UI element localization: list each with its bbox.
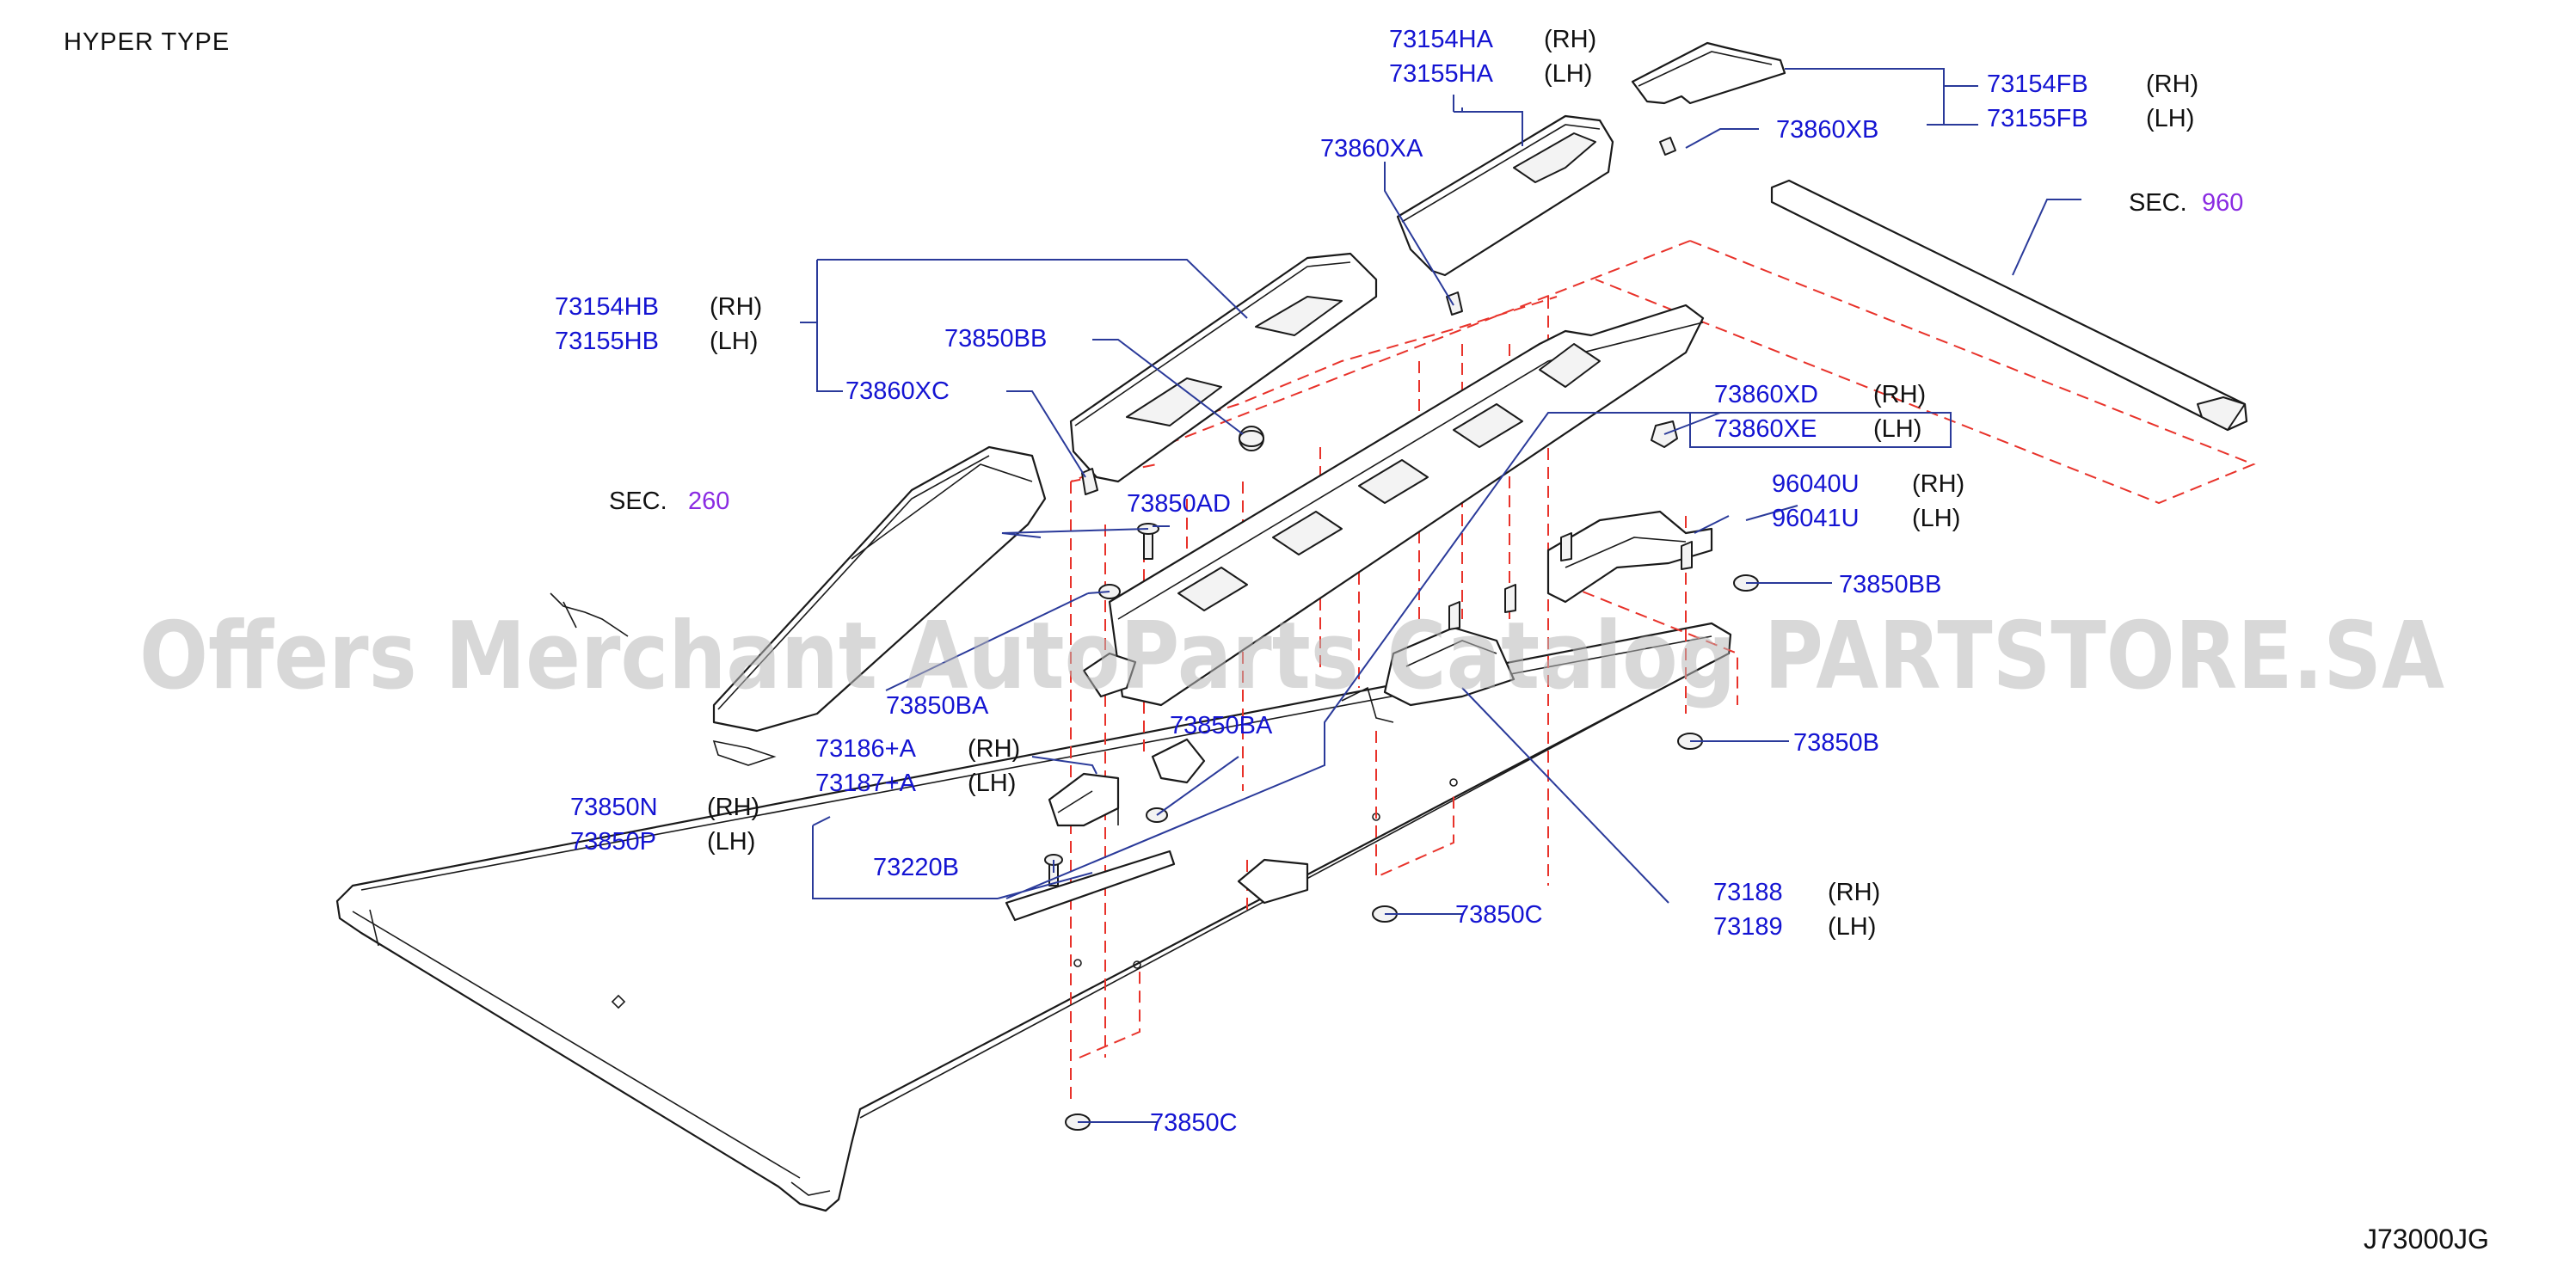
part-number: 73850BA [886, 692, 989, 720]
callout-96040u[interactable]: 96040U (RH) [1772, 470, 1964, 498]
part-number: 73860XA [1320, 135, 1423, 163]
part-number: 73220B [873, 854, 959, 881]
callout-73186a[interactable]: 73186+A (RH) [815, 735, 1020, 763]
callout-73850c-bottom[interactable]: 73850C [1150, 1109, 1238, 1137]
part-number: 73850P [570, 828, 656, 856]
part-number: 73860XD [1714, 381, 1818, 408]
side-label: (RH) [1828, 879, 1880, 906]
bracket-96040u-drawing [1546, 510, 1713, 604]
callout-73187a[interactable]: 73187+A (LH) [815, 770, 1016, 797]
callout-73860xe[interactable]: 73860XE (LH) [1714, 415, 1921, 443]
section-prefix: SEC. [609, 488, 667, 515]
part-number: 73186+A [815, 735, 917, 763]
part-number: 73860XC [845, 377, 950, 405]
part-number: 73850BB [1839, 571, 1941, 598]
part-number: 96041U [1772, 505, 1860, 532]
callout-73850c-center[interactable]: 73850C [1455, 901, 1543, 929]
callout-73154fb[interactable]: 73154FB (RH) [1987, 71, 2198, 98]
side-label: (RH) [2146, 71, 2198, 98]
section-prefix: SEC. [2129, 189, 2187, 217]
part-number: 73850BB [944, 325, 1047, 353]
part-number: 73189 [1713, 913, 1783, 941]
callout-96041u[interactable]: 96041U (LH) [1772, 505, 1960, 532]
part-number: 73154FB [1987, 71, 2088, 98]
side-label: (RH) [707, 794, 759, 821]
cover-73154ha-drawing [1396, 114, 1614, 316]
callout-73850n[interactable]: 73850N (RH) [570, 794, 759, 821]
part-number: 73154HA [1389, 26, 1494, 53]
callout-73860xd[interactable]: 73860XD (RH) [1714, 381, 1926, 408]
callout-73189[interactable]: 73189 (LH) [1713, 913, 1876, 941]
part-number: 73155HB [555, 328, 659, 355]
side-label: (LH) [710, 328, 758, 355]
cover-73154hb-drawing [1069, 252, 1378, 495]
callout-73850bb-right[interactable]: 73850BB [1839, 571, 1941, 598]
diagram-code: J73000JG [2364, 1224, 2489, 1255]
callout-73155hb[interactable]: 73155HB (LH) [555, 328, 758, 355]
callout-73850ad[interactable]: 73850AD [1127, 490, 1231, 518]
side-label: (RH) [710, 293, 762, 321]
diagram-title: HYPER TYPE [64, 28, 230, 56]
part-number: 73850B [1793, 729, 1879, 757]
part-number: 73850C [1150, 1109, 1238, 1137]
side-label: (LH) [1544, 60, 1592, 88]
sec260-rail-drawing [550, 445, 1047, 733]
side-label: (RH) [1873, 381, 1926, 408]
part-number: 73187+A [815, 770, 917, 797]
side-label: (LH) [707, 828, 755, 856]
fastener-73850bb-top [1239, 430, 1264, 447]
main-rail-drawing [1083, 304, 1705, 825]
callout-73850bb-top[interactable]: 73850BB [944, 325, 1047, 353]
part-number: 73188 [1713, 879, 1783, 906]
fastener-studs [1448, 532, 1693, 630]
part-number: 73860XE [1714, 415, 1817, 443]
part-number: 73850N [570, 794, 658, 821]
callout-73850b[interactable]: 73850B [1793, 729, 1879, 757]
callout-73188[interactable]: 73188 (RH) [1713, 879, 1880, 906]
watermark-text: Offers Merchant AutoParts Catalog PARTST… [139, 603, 2444, 710]
callout-73154ha[interactable]: 73154HA (RH) [1389, 26, 1596, 53]
part-number: 73155FB [1987, 105, 2088, 132]
section-number: 260 [688, 488, 729, 515]
callout-73860xb[interactable]: 73860XB [1776, 116, 1878, 144]
callout-sec960[interactable]: SEC. 960 [2129, 189, 2243, 217]
side-label: (LH) [968, 770, 1016, 797]
part-number: 73155HA [1389, 60, 1494, 88]
sec960-rail-drawing [1770, 179, 2248, 432]
leader-lines [800, 68, 2081, 1123]
callout-73154hb[interactable]: 73154HB (RH) [555, 293, 762, 321]
part-number: 73154HB [555, 293, 659, 321]
bracket-73188-drawing [1237, 626, 1515, 905]
callout-sec260[interactable]: SEC. 260 [609, 488, 729, 515]
side-label: (LH) [1873, 415, 1921, 443]
bracket-73850n-drawing [1005, 850, 1176, 922]
part-number: 73860XB [1776, 116, 1878, 144]
section-number: 960 [2202, 189, 2243, 217]
side-label: (LH) [2146, 105, 2194, 132]
callout-73860xc[interactable]: 73860XC [845, 377, 950, 405]
callout-73155fb[interactable]: 73155FB (LH) [1987, 105, 2194, 132]
part-number: 96040U [1772, 470, 1860, 498]
part-number: 73850BA [1170, 712, 1273, 739]
part-number: 73850AD [1127, 490, 1231, 518]
side-label: (LH) [1828, 913, 1876, 941]
callout-73850ba-left[interactable]: 73850BA [886, 692, 989, 720]
callout-73860xa[interactable]: 73860XA [1320, 135, 1423, 163]
cap-73154fb-drawing [1631, 41, 1786, 156]
callout-73850ba-right[interactable]: 73850BA [1170, 712, 1273, 739]
side-label: (RH) [968, 735, 1020, 763]
side-label: (RH) [1544, 26, 1596, 53]
side-label: (LH) [1912, 505, 1960, 532]
callout-73155ha[interactable]: 73155HA (LH) [1389, 60, 1592, 88]
side-label: (RH) [1912, 470, 1964, 498]
callout-73850p[interactable]: 73850P (LH) [570, 828, 755, 856]
bracket-73186a-drawing [1048, 652, 1206, 827]
callout-73220b[interactable]: 73220B [873, 854, 959, 881]
part-number: 73850C [1455, 901, 1543, 929]
